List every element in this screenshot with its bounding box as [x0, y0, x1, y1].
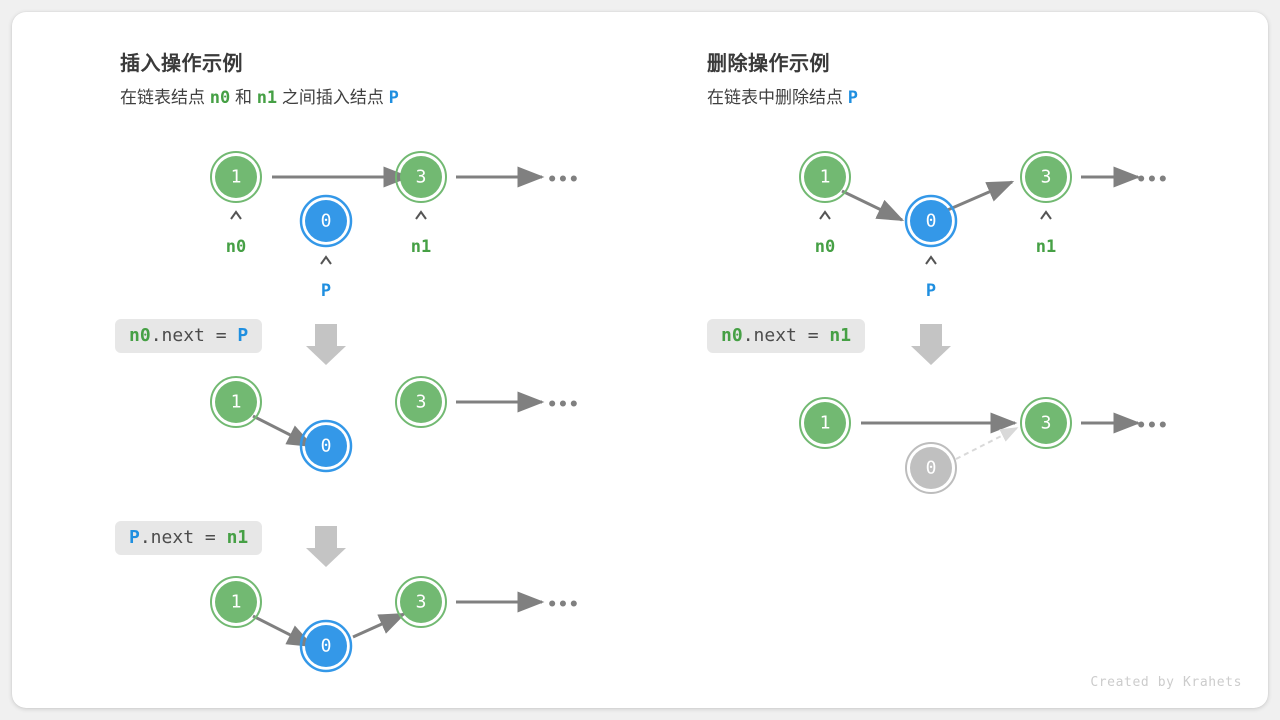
node-value: 0	[926, 458, 937, 479]
node-value: 3	[1041, 413, 1052, 434]
edge-n0-to-p	[841, 189, 905, 222]
pointer-label-p: P	[926, 281, 936, 301]
insert-row-before: 1 0 3 ••• n0 P	[210, 151, 580, 301]
insert-subtitle-var-n0: n0	[209, 88, 231, 108]
delete-panel-title: 删除操作示例	[707, 53, 830, 75]
node-value: 1	[231, 167, 242, 188]
code1-field: .next	[150, 325, 205, 346]
caret-icon-n1	[1040, 210, 1052, 220]
down-arrow-icon-2	[306, 526, 346, 567]
node-1: 1	[799, 151, 851, 203]
credit-text: Created by Krahets	[1090, 675, 1242, 690]
delete-subtitle-var-p: P	[847, 88, 858, 108]
node-3: 3	[395, 576, 447, 628]
code3-target: n0	[721, 325, 743, 346]
ellipsis: •••	[547, 595, 580, 615]
node-1: 1	[210, 151, 262, 203]
node-value: 1	[820, 413, 831, 434]
pointer-label-n0: n0	[226, 237, 246, 257]
node-3: 3	[395, 151, 447, 203]
node-1: 1	[210, 576, 262, 628]
insert-row-step2: 1 0 3 •••	[210, 576, 580, 673]
insert-panel-title: 插入操作示例	[120, 53, 243, 75]
code1-value: P	[237, 325, 249, 346]
code2-value: n1	[226, 527, 249, 548]
code3-field: .next	[742, 325, 797, 346]
node-value: 1	[231, 392, 242, 413]
node-value: 3	[1041, 167, 1052, 188]
node-value: 0	[321, 436, 332, 457]
node-3: 3	[395, 376, 447, 428]
node-deleted: 0	[905, 442, 957, 494]
edge-removed-dashed	[955, 427, 1019, 460]
insert-subtitle-var-n1: n1	[256, 88, 278, 108]
insert-row-step1: 1 0 3 •••	[210, 376, 580, 473]
node-1: 1	[799, 397, 851, 449]
insert-subtitle-mid: 和	[234, 88, 252, 107]
edge-p-to-n1	[942, 180, 1015, 214]
delete-row-before: 1 0 3 ••• n0 P n1	[799, 151, 1169, 301]
down-arrow-icon-1	[306, 324, 346, 365]
node-p: 0	[299, 194, 353, 248]
code3-eq: =	[807, 325, 819, 346]
caret-icon-n0	[230, 210, 242, 220]
node-3: 3	[1020, 397, 1072, 449]
edge-1-to-0	[252, 414, 315, 448]
pointer-label-n1: n1	[1036, 237, 1056, 257]
caret-icon-n0	[819, 210, 831, 220]
pointer-label-n0: n0	[815, 237, 835, 257]
edge-0-to-3	[352, 612, 407, 639]
edge-1-to-0	[252, 614, 315, 648]
code1-target: n0	[129, 325, 151, 346]
delete-panel-subtitle: 在链表中删除结点 P	[707, 83, 858, 108]
node-value: 1	[231, 592, 242, 613]
insert-subtitle-pre: 在链表结点	[120, 88, 205, 107]
node-value: 3	[416, 167, 427, 188]
diagram-card: 插入操作示例 在链表结点 n0 和 n1 之间插入结点 P 删除操作示例 在链表…	[12, 12, 1268, 708]
insert-panel-subtitle: 在链表结点 n0 和 n1 之间插入结点 P	[120, 83, 399, 108]
delete-code-chip-1: n0.next = n1	[707, 319, 866, 353]
delete-subtitle-pre: 在链表中删除结点	[707, 88, 843, 107]
caret-icon-p	[320, 255, 332, 265]
node-1: 1	[210, 376, 262, 428]
node-value: 1	[820, 167, 831, 188]
code2-eq: =	[204, 527, 216, 548]
insert-subtitle-post: 之间插入结点	[281, 88, 384, 107]
code3-value: n1	[829, 325, 852, 346]
down-arrow-icon-3	[911, 324, 951, 365]
node-value: 3	[416, 392, 427, 413]
ellipsis: •••	[547, 395, 580, 415]
ellipsis: •••	[1136, 170, 1169, 190]
node-value: 0	[926, 211, 937, 232]
code1-eq: =	[215, 325, 227, 346]
code2-target: P	[129, 527, 140, 548]
pointer-label-p: P	[321, 281, 331, 301]
delete-row-after: 1 0 3 •••	[799, 397, 1169, 494]
node-value: 0	[321, 211, 332, 232]
node-p: 0	[904, 194, 958, 248]
node-value: 3	[416, 592, 427, 613]
insert-code-chip-1: n0.next = P	[115, 319, 263, 353]
caret-icon-n1	[415, 210, 427, 220]
node-value: 0	[321, 636, 332, 657]
node-p: 0	[299, 419, 353, 473]
node-3: 3	[1020, 151, 1072, 203]
ellipsis: •••	[547, 170, 580, 190]
pointer-label-n1: n1	[411, 237, 431, 257]
insert-code-chip-2: P.next = n1	[115, 521, 263, 555]
code2-field: .next	[139, 527, 195, 548]
caret-icon-p	[925, 255, 937, 265]
diagram-graphics: 1 0 3 ••• n0 P	[210, 151, 1169, 673]
node-p: 0	[299, 619, 353, 673]
ellipsis: •••	[1136, 416, 1169, 436]
insert-subtitle-var-p: P	[388, 88, 399, 108]
